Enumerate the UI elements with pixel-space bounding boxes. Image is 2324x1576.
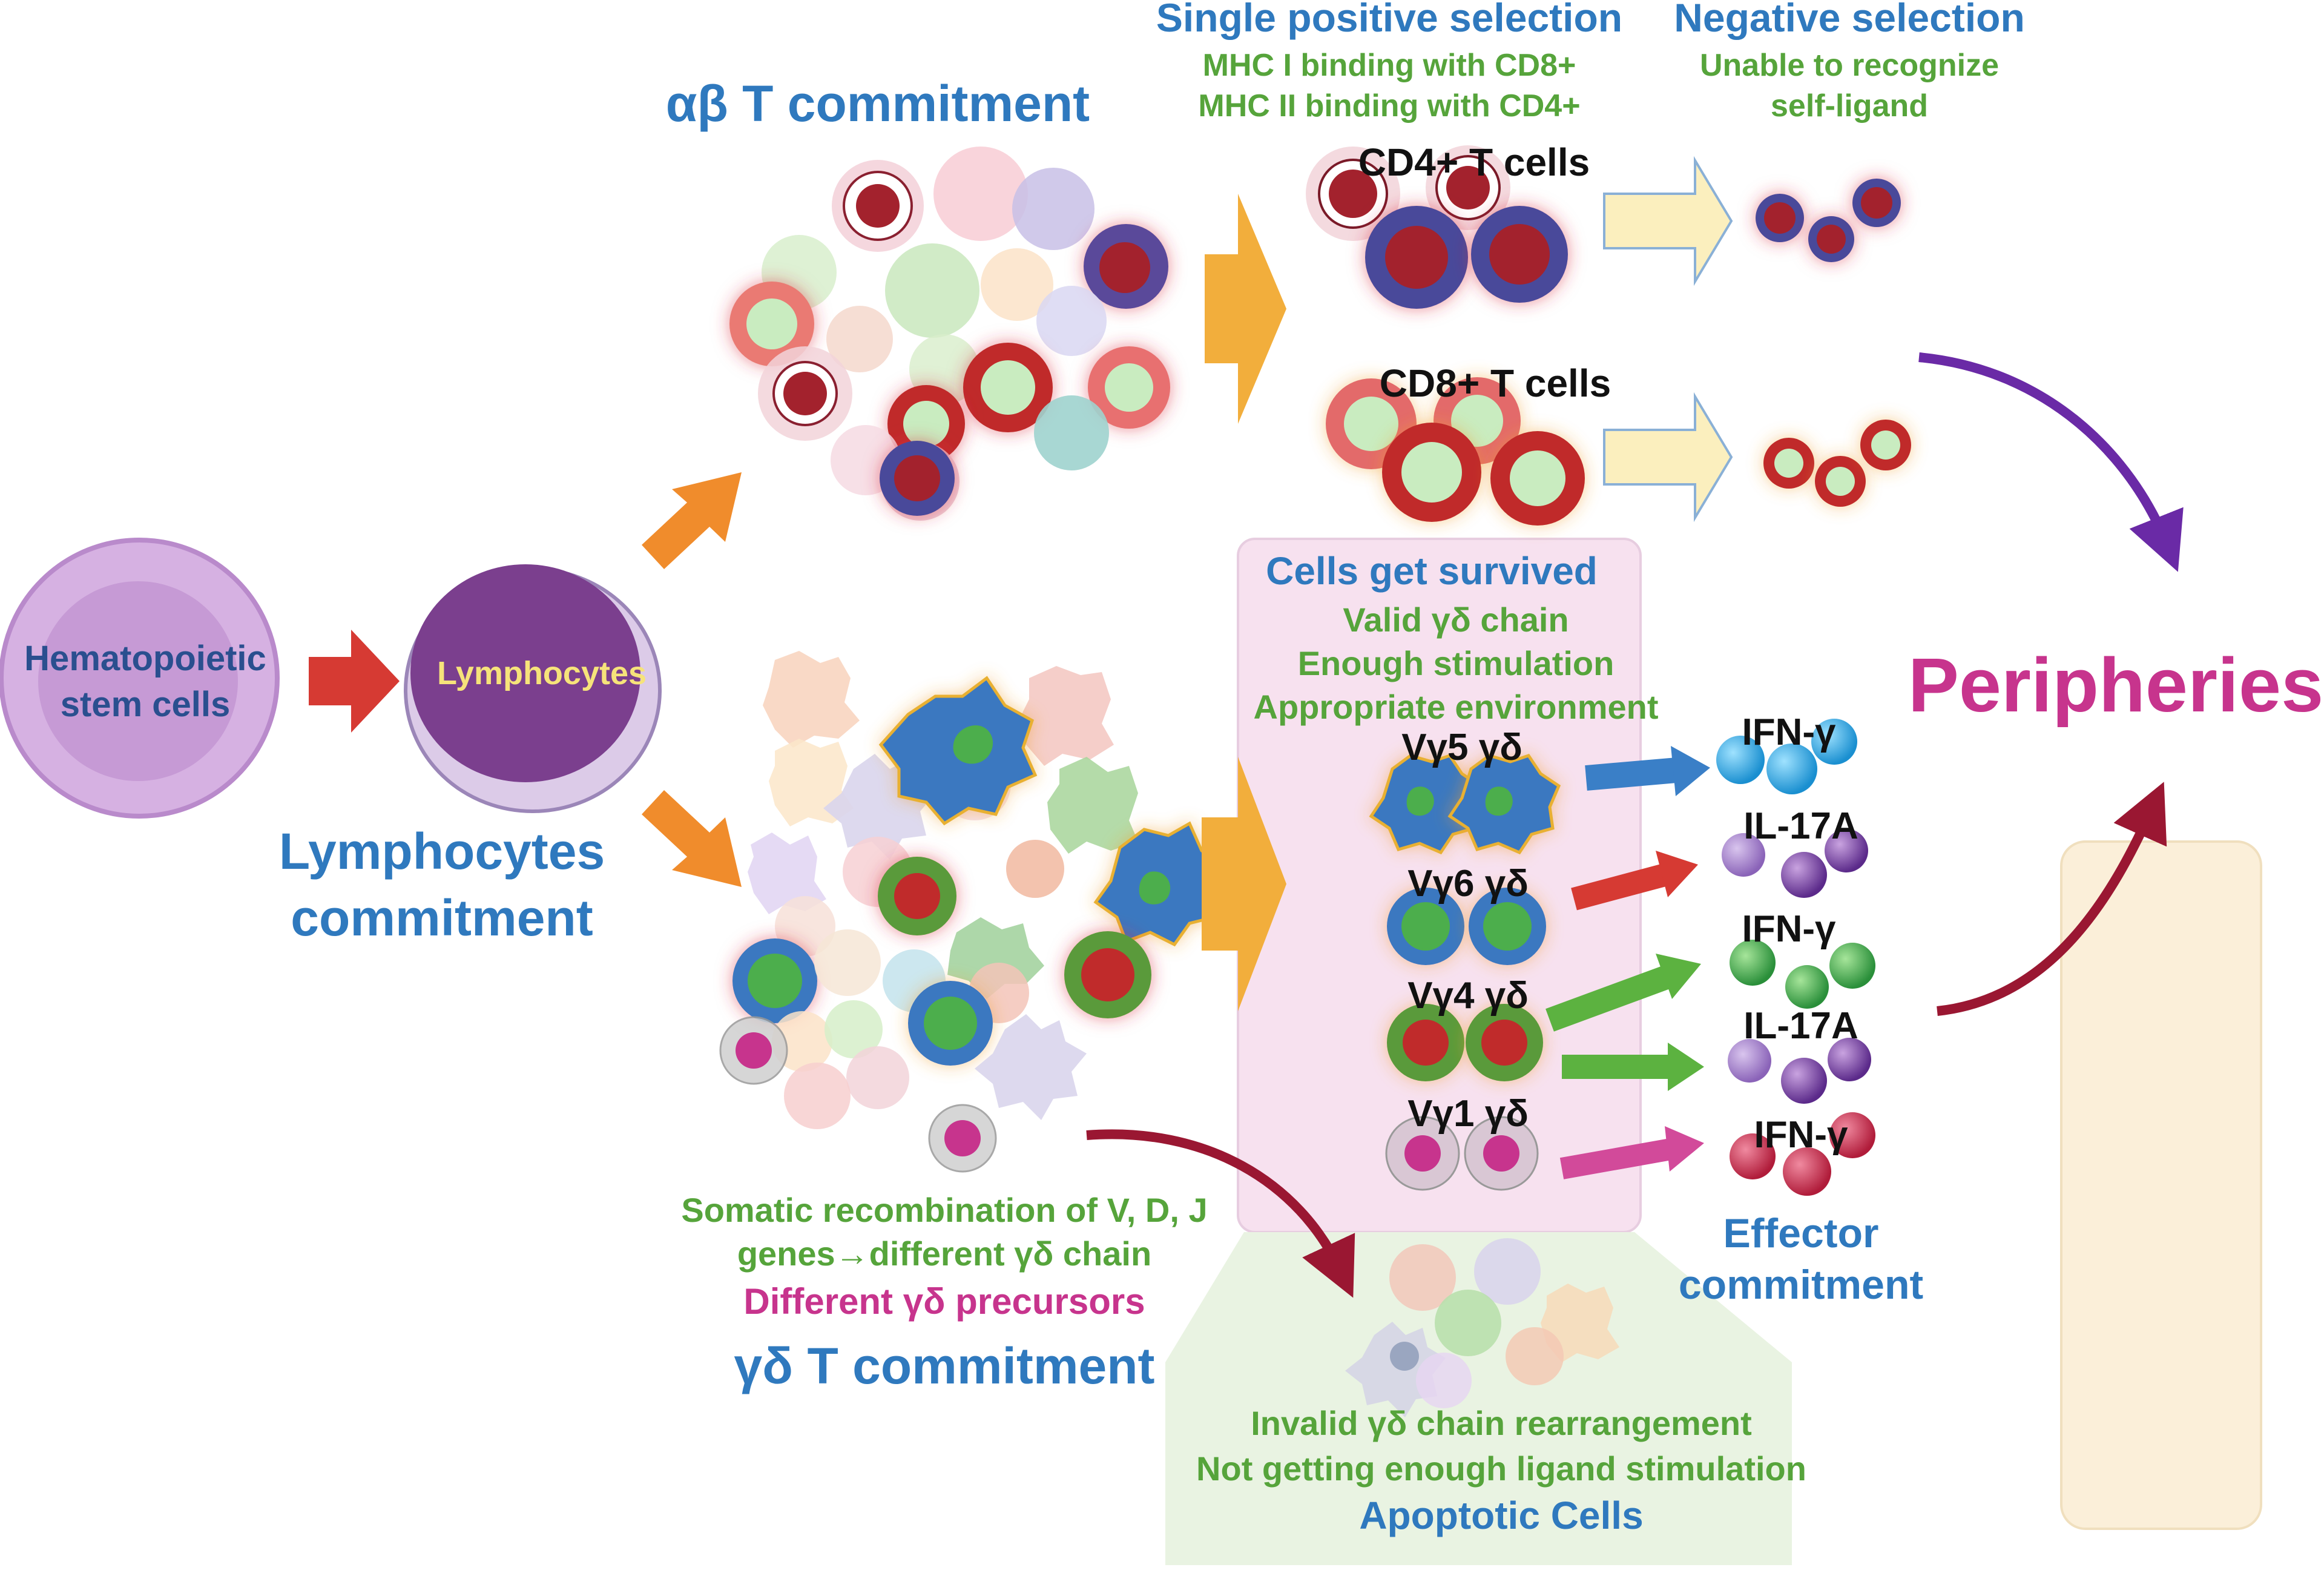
gd-commitment-title: γδ T commitment: [734, 1337, 1154, 1394]
arrow-stem-to-lymphocyte: [309, 630, 400, 733]
lymphocytes-commitment-line2: commitment: [291, 889, 593, 946]
cytokine-label-3: IFN-γ: [1742, 908, 1837, 950]
vg1-cells: [1385, 1116, 1539, 1191]
arrow-to-gd-branch: [642, 790, 742, 887]
cytokine-label-5: IFN-γ: [1754, 1114, 1849, 1156]
il17a-cells-1: [1722, 829, 1868, 898]
arrow-vg4-effector-upper: [1545, 966, 1669, 1032]
vg5-cells: [1369, 754, 1561, 855]
stem-cell-label-line2: stem cells: [61, 685, 231, 724]
lymphocytes-commitment-line1: Lymphocytes: [279, 823, 605, 880]
single-positive-title: Single positive selection: [1156, 0, 1622, 40]
vg5-label: Vγ5 γδ: [1401, 727, 1522, 768]
lymphocyte-cell: [404, 564, 662, 813]
single-positive-line2: MHC II binding with CD4+: [1198, 88, 1580, 124]
mature-cd8-cells: [1763, 420, 1911, 507]
arrow-vg6-effector: [1571, 863, 1668, 911]
effector-line2: commitment: [1679, 1262, 1923, 1308]
vg4-cells: [1387, 1004, 1543, 1081]
precursors-label: Different γδ precursors: [743, 1281, 1145, 1322]
vg6-label: Vγ6 γδ: [1407, 863, 1529, 905]
arrow-to-apoptotic: [1086, 1129, 1355, 1298]
arrow-vg4-effector-upper-head: [1656, 954, 1701, 999]
cd8-label: CD8+ T cells: [1380, 361, 1611, 405]
arrow-to-ab-branch: [642, 472, 742, 569]
cytokine-label-1: IFN-γ: [1742, 711, 1837, 753]
arrow-vg4-effector-lower-head: [1668, 1043, 1704, 1091]
arrow-vg6-effector-head: [1656, 851, 1698, 897]
survival-criterion-3: Appropriate environment: [1254, 688, 1659, 726]
apoptotic-line2: Not getting enough ligand stimulation: [1196, 1449, 1806, 1488]
arrow-vg1-effector: [1559, 1138, 1673, 1179]
recombination-line1: Somatic recombination of V, D, J: [681, 1191, 1207, 1229]
cytokine-label-4: IL-17A: [1743, 1005, 1858, 1047]
ifn-gamma-cells-1: [1716, 719, 1857, 794]
recombination-line2: genes→different γδ chain: [737, 1235, 1151, 1273]
negative-selection-title: Negative selection: [1674, 0, 2025, 40]
negative-selection-line2: self-ligand: [1771, 88, 1928, 124]
ifn-gamma-cells-3: [1730, 1112, 1875, 1196]
vg6-cells: [1387, 888, 1546, 965]
arrow-vg1-effector-head: [1665, 1126, 1704, 1172]
peripheries-label: Peripheries: [1908, 642, 2323, 728]
gd-precursor-cluster: [719, 651, 1225, 1173]
arrow-cd4-negative-selection: [1603, 156, 1733, 286]
arrow-cd8-negative-selection: [1603, 392, 1733, 523]
negative-selection-line1: Unable to recognize: [1700, 48, 1999, 83]
effector-line1: Effector: [1723, 1210, 1879, 1256]
apoptotic-panel: [1165, 1232, 1792, 1565]
vg1-label: Vγ1 γδ: [1407, 1093, 1529, 1135]
arrow-vg5-effector-head: [1671, 746, 1710, 796]
arrow-ab-to-peripheries: [1918, 352, 2184, 572]
vg4-label: Vγ4 γδ: [1407, 975, 1529, 1017]
survival-title: Cells get survived: [1266, 549, 1598, 593]
ab-commitment-title: αβ T commitment: [666, 75, 1090, 132]
stem-cell-label-line1: Hematopoietic: [24, 639, 266, 678]
apoptotic-line1: Invalid γδ chain rearrangement: [1251, 1404, 1752, 1442]
mature-cd4-cells: [1756, 179, 1901, 262]
cd4-label: CD4+ T cells: [1358, 140, 1590, 184]
apoptotic-title: Apoptotic Cells: [1359, 1494, 1643, 1537]
survival-criterion-2: Enough stimulation: [1298, 644, 1615, 682]
arrow-effector-to-peripheries: [1937, 782, 2167, 1016]
peripheries-box: [2060, 840, 2262, 1530]
lymphocyte-label: Lymphocytes: [437, 655, 647, 691]
survival-criterion-1: Valid γδ chain: [1343, 601, 1569, 639]
ab-mixed-progenitor-cluster: [729, 147, 1170, 521]
arrow-vg5-effector: [1585, 757, 1678, 791]
ifn-gamma-cells-2: [1730, 940, 1875, 1009]
arrow-ab-to-single-positive: [1205, 194, 1286, 424]
il17a-cells-2: [1728, 1038, 1871, 1104]
single-positive-line1: MHC I binding with CD8+: [1203, 48, 1576, 83]
hematopoietic-stem-cell: [0, 538, 280, 819]
cytokine-label-2: IL-17A: [1743, 805, 1858, 847]
apoptotic-cell-cluster: [1345, 1238, 1619, 1417]
arrow-gd-to-survival: [1202, 757, 1286, 1011]
cd4-t-cell-cluster: [1306, 145, 1568, 309]
cd8-t-cell-cluster: [1326, 377, 1585, 526]
